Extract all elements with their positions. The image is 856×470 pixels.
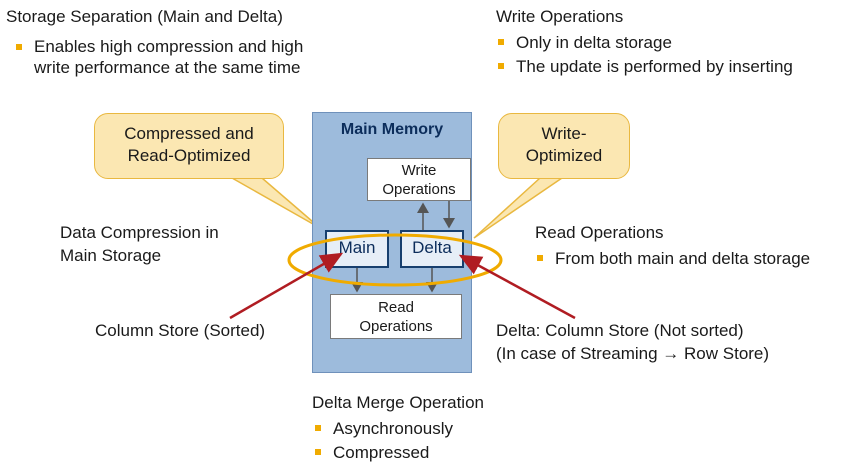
write-box-line2: Operations — [382, 181, 456, 198]
arrow-delta-column-store — [458, 254, 576, 320]
read-operations-bullets: From both main and delta storage — [535, 247, 810, 271]
callout-right-line1: Write- — [541, 124, 587, 143]
data-compression-line2: Main Storage — [60, 246, 162, 265]
storage-separation-bullet: Enables high compression and high write … — [14, 36, 303, 78]
delta-merge-bullet: Asynchronously — [313, 417, 453, 441]
column-store-sorted-label: Column Store (Sorted) — [95, 321, 266, 340]
read-operations-bullet: From both main and delta storage — [535, 247, 810, 271]
write-operations-bullets: Only in delta storage The update is perf… — [496, 31, 793, 79]
read-operations-box: Read Operations — [330, 294, 462, 339]
read-operations-heading: Read Operations — [535, 223, 664, 242]
main-memory-title: Main Memory — [340, 121, 444, 138]
write-box-line1: Write — [401, 162, 437, 179]
write-operations-box: Write Operations — [367, 158, 471, 201]
write-operations-heading: Write Operations — [496, 7, 624, 26]
storage-separation-bullet-line1: Enables high compression and high — [14, 36, 303, 57]
callout-right-line2: Optimized — [525, 146, 603, 165]
write-operations-bullet: The update is performed by inserting — [496, 55, 793, 79]
delta-merge-bullet: Compressed — [313, 441, 453, 465]
data-compression-line1: Data Compression in — [60, 223, 219, 242]
callout-left-line1: Compressed and — [124, 124, 254, 143]
storage-separation-heading: Storage Separation (Main and Delta) — [6, 7, 283, 26]
delta-column-store-line2: (In case of Streaming → Row Store) — [496, 344, 770, 363]
delta-merge-bullets: Asynchronously Compressed — [313, 417, 453, 465]
callout-compressed-read-optimized: Compressed and Read-Optimized — [94, 113, 284, 179]
arrow-column-store-sorted — [229, 252, 344, 320]
write-operations-bullet: Only in delta storage — [496, 31, 793, 55]
callout-left-line2: Read-Optimized — [127, 146, 251, 165]
storage-separation-bullet-line2: write performance at the same time — [34, 58, 301, 77]
delta-merge-heading: Delta Merge Operation — [312, 393, 484, 412]
delta-merge-ring — [287, 233, 503, 287]
callout-write-optimized: Write- Optimized — [498, 113, 630, 179]
read-box-line1: Read — [378, 299, 414, 316]
delta-column-store-line1: Delta: Column Store (Not sorted) — [496, 321, 744, 340]
read-box-line2: Operations — [359, 318, 433, 335]
